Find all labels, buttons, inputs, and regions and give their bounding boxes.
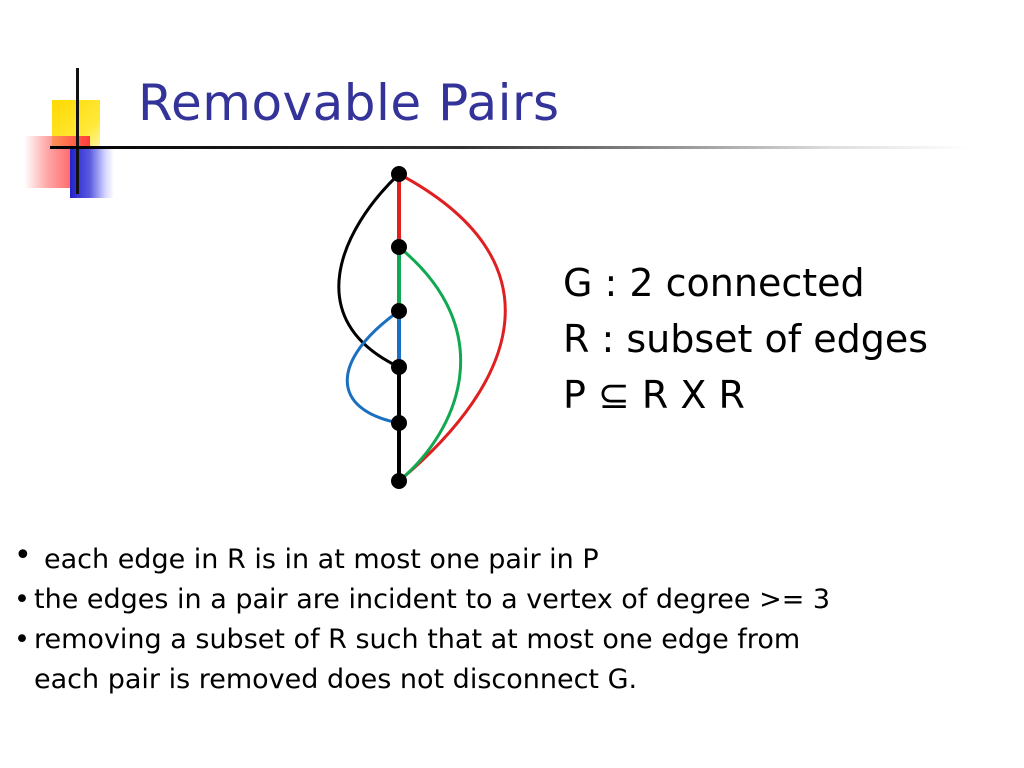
title-underline bbox=[50, 146, 970, 149]
vertex bbox=[391, 166, 407, 182]
slide-title: Removable Pairs bbox=[138, 74, 560, 132]
bullet-item: • each edge in R is in at most one pair … bbox=[14, 538, 1004, 580]
bullet-continuation: each pair is removed does not disconnect… bbox=[34, 664, 638, 695]
deco-vertical-line bbox=[76, 68, 79, 194]
vertex bbox=[391, 239, 407, 255]
bullet-text: each edge in R is in at most one pair in… bbox=[44, 544, 599, 575]
vertex bbox=[391, 415, 407, 431]
bullet-marker: • bbox=[14, 624, 30, 655]
definition-g: G : 2 connected bbox=[563, 261, 865, 305]
definition-p: P ⊆ R X R bbox=[563, 373, 745, 417]
bullet-marker: • bbox=[14, 538, 32, 573]
vertex bbox=[391, 473, 407, 489]
vertex bbox=[391, 359, 407, 375]
edge-green-curve bbox=[398, 245, 463, 483]
bullet-list: • each edge in R is in at most one pair … bbox=[14, 538, 1004, 700]
definitions-block: G : 2 connected R : subset of edges P ⊆ … bbox=[563, 255, 928, 423]
bullet-text: removing a subset of R such that at most… bbox=[34, 624, 801, 655]
vertex bbox=[391, 303, 407, 319]
edge-blue-curve bbox=[345, 309, 400, 425]
bullet-marker: • bbox=[14, 584, 30, 615]
edge-red-curve bbox=[398, 172, 507, 483]
definition-r: R : subset of edges bbox=[563, 317, 929, 361]
edge-black-curve bbox=[337, 172, 401, 369]
bullet-text: the edges in a pair are incident to a ve… bbox=[34, 584, 831, 615]
bullet-item: • removing a subset of R such that at mo… bbox=[14, 620, 1004, 660]
bullet-item: • the edges in a pair are incident to a … bbox=[14, 580, 1004, 620]
